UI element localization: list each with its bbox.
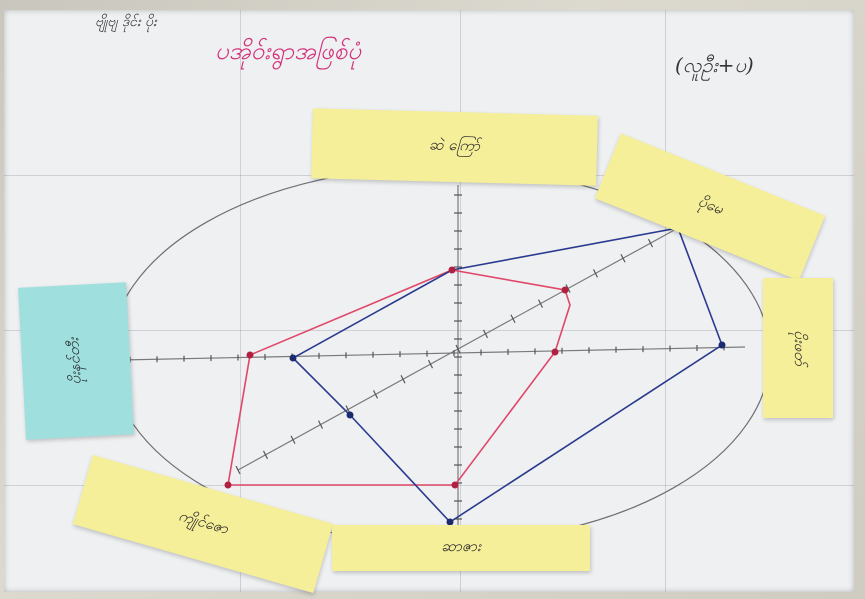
axis-tick [235, 465, 241, 475]
axis-tick [537, 299, 544, 308]
blue-polygon [291, 227, 723, 524]
axis-tick [455, 344, 461, 354]
red-polygon [227, 269, 571, 486]
axis-tick [372, 390, 379, 399]
paper-fold [240, 10, 241, 592]
paper-fold [460, 10, 461, 592]
note-left: ပိုးနင်တီး [18, 282, 134, 440]
header-top-left-text: ဗျိုဗျ ဒိုင်း ပိုး [95, 14, 157, 30]
axis-tick [317, 420, 324, 429]
axis-horizontal [119, 346, 746, 361]
paper-fold [4, 330, 854, 331]
axis-tick [620, 253, 626, 263]
header-title: ပအိုဝ်းရွာအဖြစ်ပုံ [215, 37, 361, 65]
note-left-text: ပိုးနင်တီး [63, 337, 85, 385]
axis-tick [510, 314, 516, 324]
note-bottom: ဆာဇား [332, 525, 590, 571]
axis-tick [262, 450, 269, 460]
axis-ticks [129, 194, 725, 520]
note-right-text: ပိုးဖတ် [790, 330, 809, 366]
paper-fold [665, 10, 666, 592]
axis-tick [400, 374, 406, 384]
axis-tick [647, 238, 654, 248]
axis-tick [482, 329, 489, 339]
axis-tick [427, 359, 434, 369]
header-top-right-text: (လူဦး+ပ) [675, 53, 754, 77]
note-right: ပိုးဖတ် [763, 278, 833, 418]
red-vertex-markers [224, 266, 569, 489]
blue-vertex-markers [289, 224, 726, 526]
note-top: ဆဲ ကြော် [311, 108, 598, 186]
axis-tick [290, 435, 296, 445]
axis-tick [592, 269, 599, 278]
